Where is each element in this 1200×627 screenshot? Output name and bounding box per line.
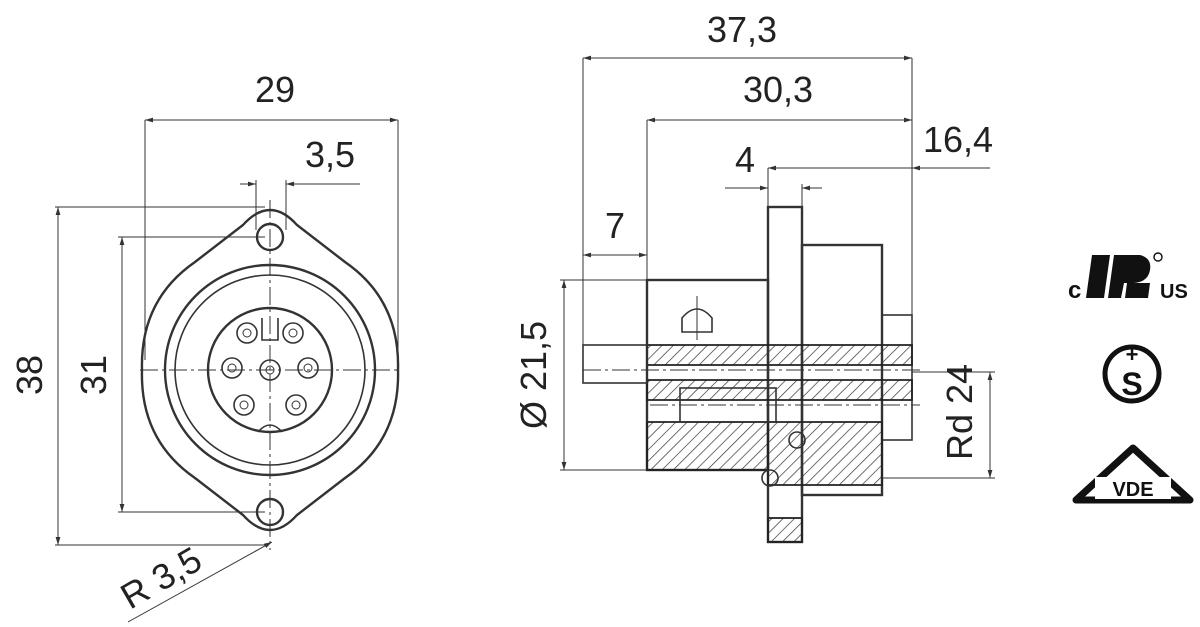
svg-text:c: c: [1068, 277, 1081, 304]
certification-marks: c US + S VDE: [1068, 252, 1194, 504]
svg-text:+: +: [1126, 342, 1139, 367]
dim-height: 38: [9, 355, 50, 395]
dim-flange-thickness: 4: [735, 139, 755, 180]
svg-text:VDE: VDE: [1112, 479, 1153, 501]
side-flange: [766, 205, 804, 544]
dim-radius: R 3,5: [114, 538, 209, 617]
svg-text:US: US: [1160, 281, 1188, 303]
dim-thread: Rd 24: [939, 364, 980, 460]
front-view: 29 3,5 38 31 R 3,5: [9, 69, 400, 623]
side-view: 37,3 30,3 16,4 4 7 Ø 21,5 Rd 24: [513, 9, 995, 544]
s-mark-icon: + S: [1102, 342, 1162, 404]
dim-body-length: 30,3: [743, 69, 813, 110]
svg-text:S: S: [1121, 366, 1142, 402]
ul-mark-icon: c US: [1068, 252, 1188, 304]
contact-pins: [221, 318, 319, 433]
dim-rear-length: 7: [605, 205, 625, 246]
dim-overall-length: 37,3: [707, 9, 777, 50]
dim-hole-spacing: 31: [73, 355, 114, 395]
dim-width: 29: [255, 69, 295, 110]
dim-pin-spacing: 3,5: [305, 134, 355, 175]
vde-mark-icon: VDE: [1072, 444, 1194, 504]
front-flange-outline: [140, 208, 400, 532]
dim-diameter: Ø 21,5: [513, 321, 554, 429]
dim-flange-to-end: 16,4: [923, 119, 993, 160]
